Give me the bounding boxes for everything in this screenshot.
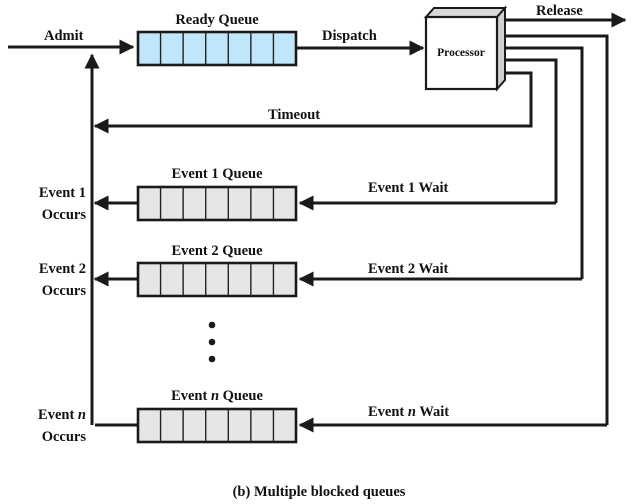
event-wait-label: Event n Wait	[368, 404, 449, 420]
ready-queue: Ready Queue	[136, 12, 298, 67]
processor-side	[496, 5, 506, 92]
event-occurs-label-line2: Occurs	[42, 283, 87, 299]
timeout-label: Timeout	[268, 107, 320, 123]
processor-top	[423, 7, 508, 18]
title-prefix: Event	[171, 166, 211, 182]
event-wait-label: Event 1 Wait	[368, 180, 448, 196]
title-prefix: Event	[171, 388, 211, 404]
ellipsis-dot	[208, 338, 216, 346]
wait-prefix: Event	[368, 180, 408, 196]
title-suffix: Queue	[219, 243, 263, 259]
processor-to-event-n-wire	[505, 34, 609, 425]
event-wait-label: Event 2 Wait	[368, 261, 448, 277]
event-occurs-label: Event 2	[39, 261, 86, 277]
title-variable: n	[211, 388, 219, 404]
occurs-prefix: Event	[38, 407, 78, 423]
title-prefix: Event	[171, 243, 211, 259]
ready-queue-box	[136, 30, 298, 67]
occurs-variable: n	[78, 407, 86, 423]
title-variable: 1	[211, 166, 218, 182]
event-queue-box	[136, 185, 298, 222]
wait-suffix: Wait	[415, 180, 448, 196]
event-queue-title: Event 1 Queue	[171, 166, 263, 182]
ellipsis-dot	[208, 355, 216, 363]
processor-label: Processor	[437, 47, 485, 59]
event-queue-title: Event n Queue	[171, 388, 263, 404]
timeout-wire	[93, 71, 533, 134]
occurs-prefix: Event	[39, 185, 79, 201]
title-suffix: Queue	[219, 388, 263, 404]
event-occurs-label: Event n	[38, 407, 86, 423]
processor-to-event-1-wire	[505, 58, 558, 203]
ellipsis-dots	[208, 321, 216, 363]
event-occurs-label: Event 1	[39, 185, 86, 201]
processor-to-event-2-wire	[505, 46, 584, 279]
admit-label: Admit	[44, 28, 84, 44]
ellipsis-dot	[208, 321, 216, 329]
wait-prefix: Event	[368, 261, 408, 277]
dispatch-label: Dispatch	[322, 28, 377, 44]
event-queue-box	[136, 261, 298, 298]
release-label: Release	[536, 3, 583, 19]
event-occurs-label-line2: Occurs	[42, 429, 87, 445]
wait-prefix: Event	[368, 404, 408, 420]
occurs-variable: 2	[79, 261, 86, 277]
occurs-variable: 1	[79, 185, 86, 201]
event-queue-title: Event 2 Queue	[171, 243, 263, 259]
wait-variable: 2	[408, 261, 415, 277]
wait-suffix: Wait	[416, 404, 449, 420]
diagram-caption: (b) Multiple blocked queues	[233, 484, 406, 500]
wait-variable: n	[408, 404, 416, 420]
wait-variable: 1	[408, 180, 415, 196]
title-suffix: Queue	[219, 166, 263, 182]
title-variable: 2	[211, 243, 218, 259]
event-occurs-label-line2: Occurs	[42, 207, 87, 223]
event-queue-box	[136, 407, 298, 444]
occurs-prefix: Event	[39, 261, 79, 277]
processor-box: Processor	[423, 5, 508, 92]
processor-face	[424, 15, 499, 91]
wait-suffix: Wait	[415, 261, 448, 277]
ready-queue-title: Ready Queue	[175, 12, 259, 28]
